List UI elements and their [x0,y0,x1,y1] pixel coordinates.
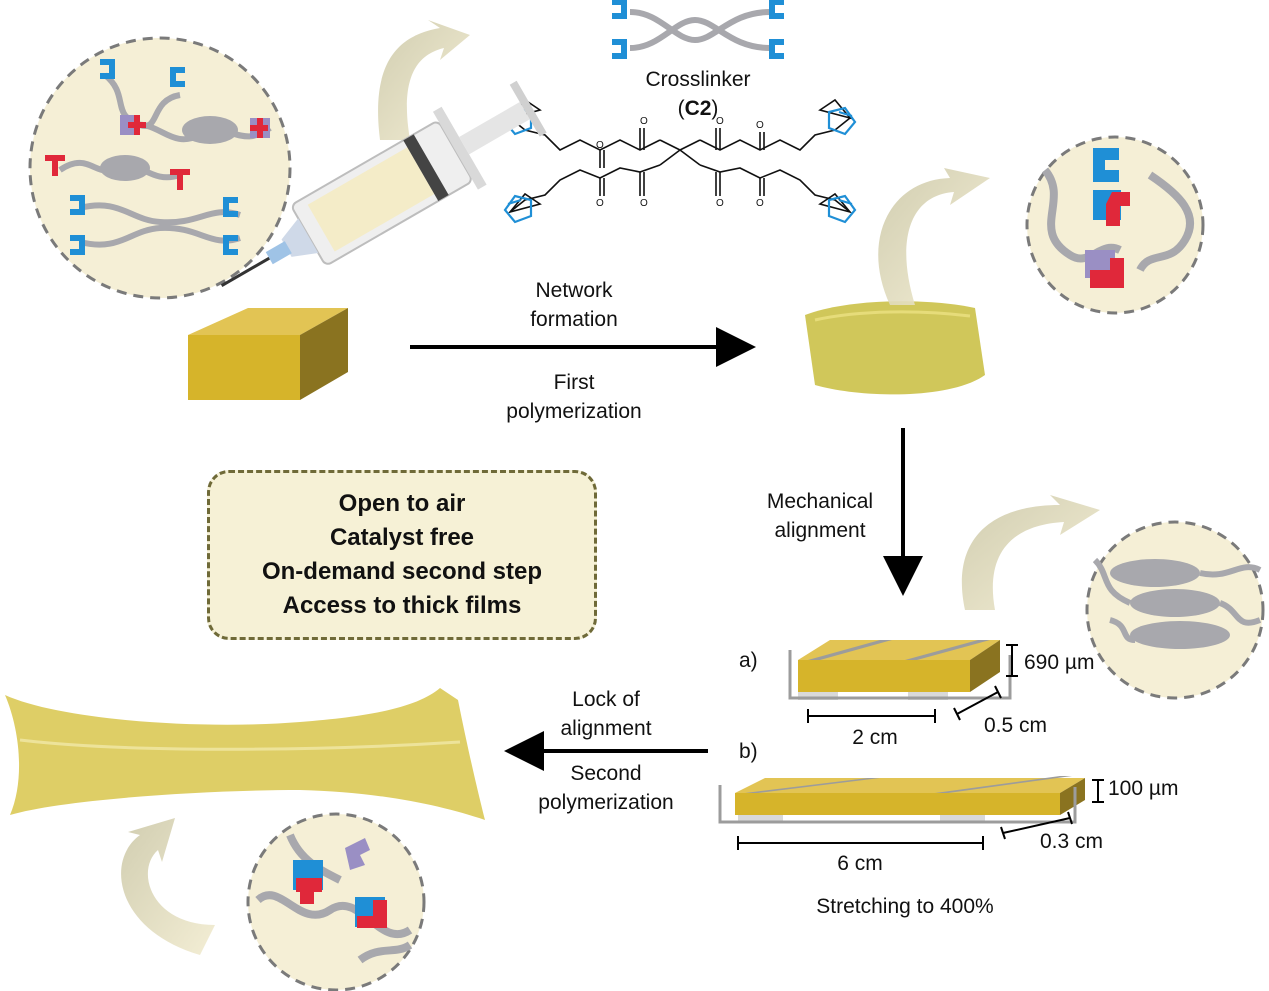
structure-atom-labels: O O O O O O O O [596,116,764,209]
svg-text:O: O [640,116,648,127]
svg-text:O: O [716,116,724,127]
feature-thick-films: Access to thick films [282,592,522,619]
crosslinker-code: (C2) [650,94,746,123]
feature-on-demand: On-demand second step [261,558,543,585]
second-polymerization-line2: polymerization [538,791,674,814]
stretched-film-photo [5,688,485,820]
features-box: Open to air Catalyst free On-demand seco… [207,470,597,640]
network-formation-line2: formation [530,308,618,331]
crosslinker-code-bold: C2 [684,97,712,120]
crosslinker-code-open: ( [677,97,685,120]
lock-alignment-line1: Lock of [572,688,640,711]
film-b-width: 0.3 cm [1040,830,1104,853]
cured-gel-photo [805,301,985,395]
film-a-length: 2 cm [852,726,898,749]
lock-alignment-line2: alignment [560,717,652,740]
crosslinker-icon [612,0,784,59]
film-a-tag: a) [739,649,758,672]
svg-text:O: O [756,120,764,131]
monomer-mixture-bubble [28,36,292,300]
film-a-thickness: 690 µm [1024,651,1095,674]
network-formation-line1: Network [535,279,613,302]
film-a-diagram [788,640,1012,700]
stretch-note: Stretching to 400% [816,895,994,918]
first-polymerization-line1: First [553,371,595,394]
film-b-diagram [718,776,1085,824]
svg-text:O: O [596,198,604,209]
curved-arrow-bottom [121,818,215,955]
svg-text:O: O [640,198,648,209]
second-polymerization-line1: Second [570,762,642,785]
feature-catalyst-free: Catalyst free [329,524,475,551]
svg-text:O: O [716,198,724,209]
film-b-length: 6 cm [837,852,883,875]
svg-text:O: O [756,198,764,209]
locked-network-bubble [246,812,426,991]
film-b-tag: b) [739,740,758,763]
curved-arrow-topright [878,168,990,305]
svg-text:O: O [596,140,604,151]
film-b-dimension-lines [737,779,1104,850]
film-a-dimension-lines [807,644,1018,723]
curved-arrow-topleft [378,20,470,140]
film-a-width: 0.5 cm [984,714,1048,737]
feature-open-to-air: Open to air [338,490,466,517]
mechanical-alignment-line1: Mechanical [766,490,874,513]
first-polymerization-line2: polymerization [506,400,642,423]
cyclopentadiene-groups [503,106,857,224]
syringe [220,80,547,287]
gel-block [188,308,348,400]
crosslinker-label: Crosslinker [645,68,751,91]
crosslinker-code-close: ) [711,97,719,120]
film-b-thickness: 100 µm [1108,777,1179,800]
mechanical-alignment-line2: alignment [774,519,866,542]
curved-arrow-middle [961,495,1100,610]
crosslinked-bubble [1025,135,1205,315]
c2-chemical-structure [507,98,853,214]
aligned-chains-bubble [1085,520,1265,700]
